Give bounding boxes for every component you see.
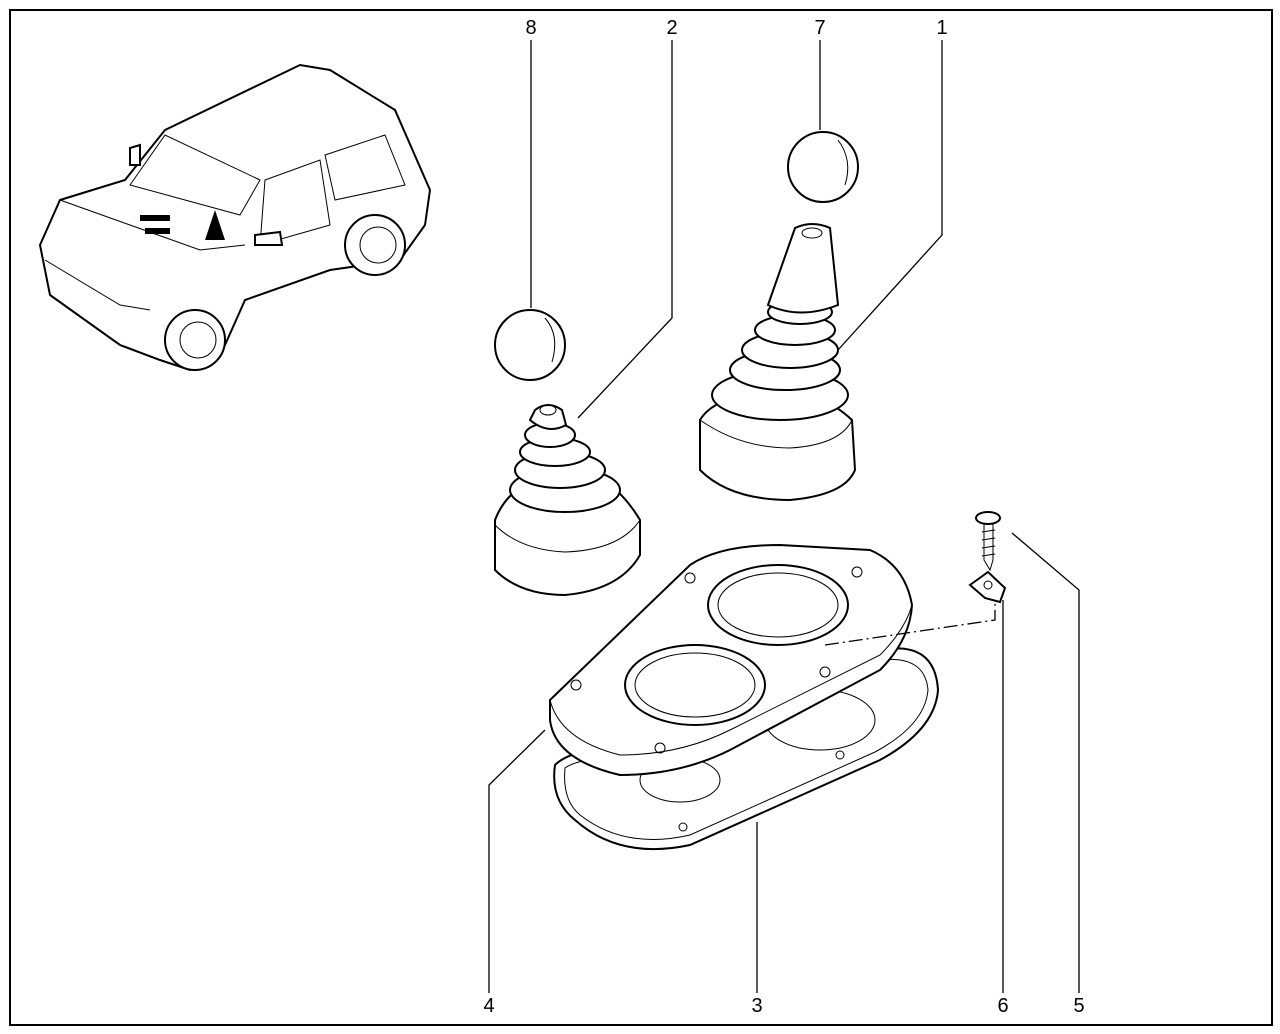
leader-lines: [488, 40, 1080, 993]
part-4-plate: [549, 543, 914, 777]
diagram-frame: [9, 9, 1273, 1026]
vehicle-thumbnail: [38, 63, 432, 372]
part-7-cap: [787, 131, 859, 203]
part-5-screw: [975, 511, 1001, 572]
part-2-boot: [494, 404, 641, 597]
part-8-cap: [494, 309, 566, 381]
callout-5: 5: [1073, 995, 1085, 1017]
callout-2: 2: [666, 17, 678, 39]
callout-8: 8: [525, 17, 537, 39]
callout-7: 7: [814, 17, 826, 39]
callout-4: 4: [483, 995, 495, 1017]
callout-1: 1: [936, 17, 948, 39]
callout-6: 6: [997, 995, 1009, 1017]
part-6-clip: [968, 570, 1007, 604]
part-1-boot: [699, 223, 857, 502]
callout-3: 3: [751, 995, 763, 1017]
